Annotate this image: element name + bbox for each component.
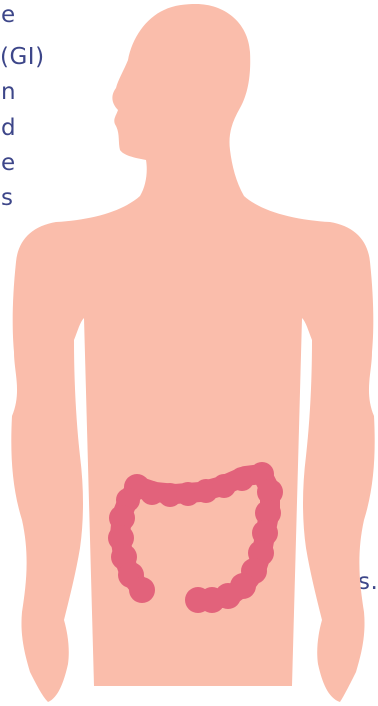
human-figure-illustration bbox=[0, 0, 378, 706]
